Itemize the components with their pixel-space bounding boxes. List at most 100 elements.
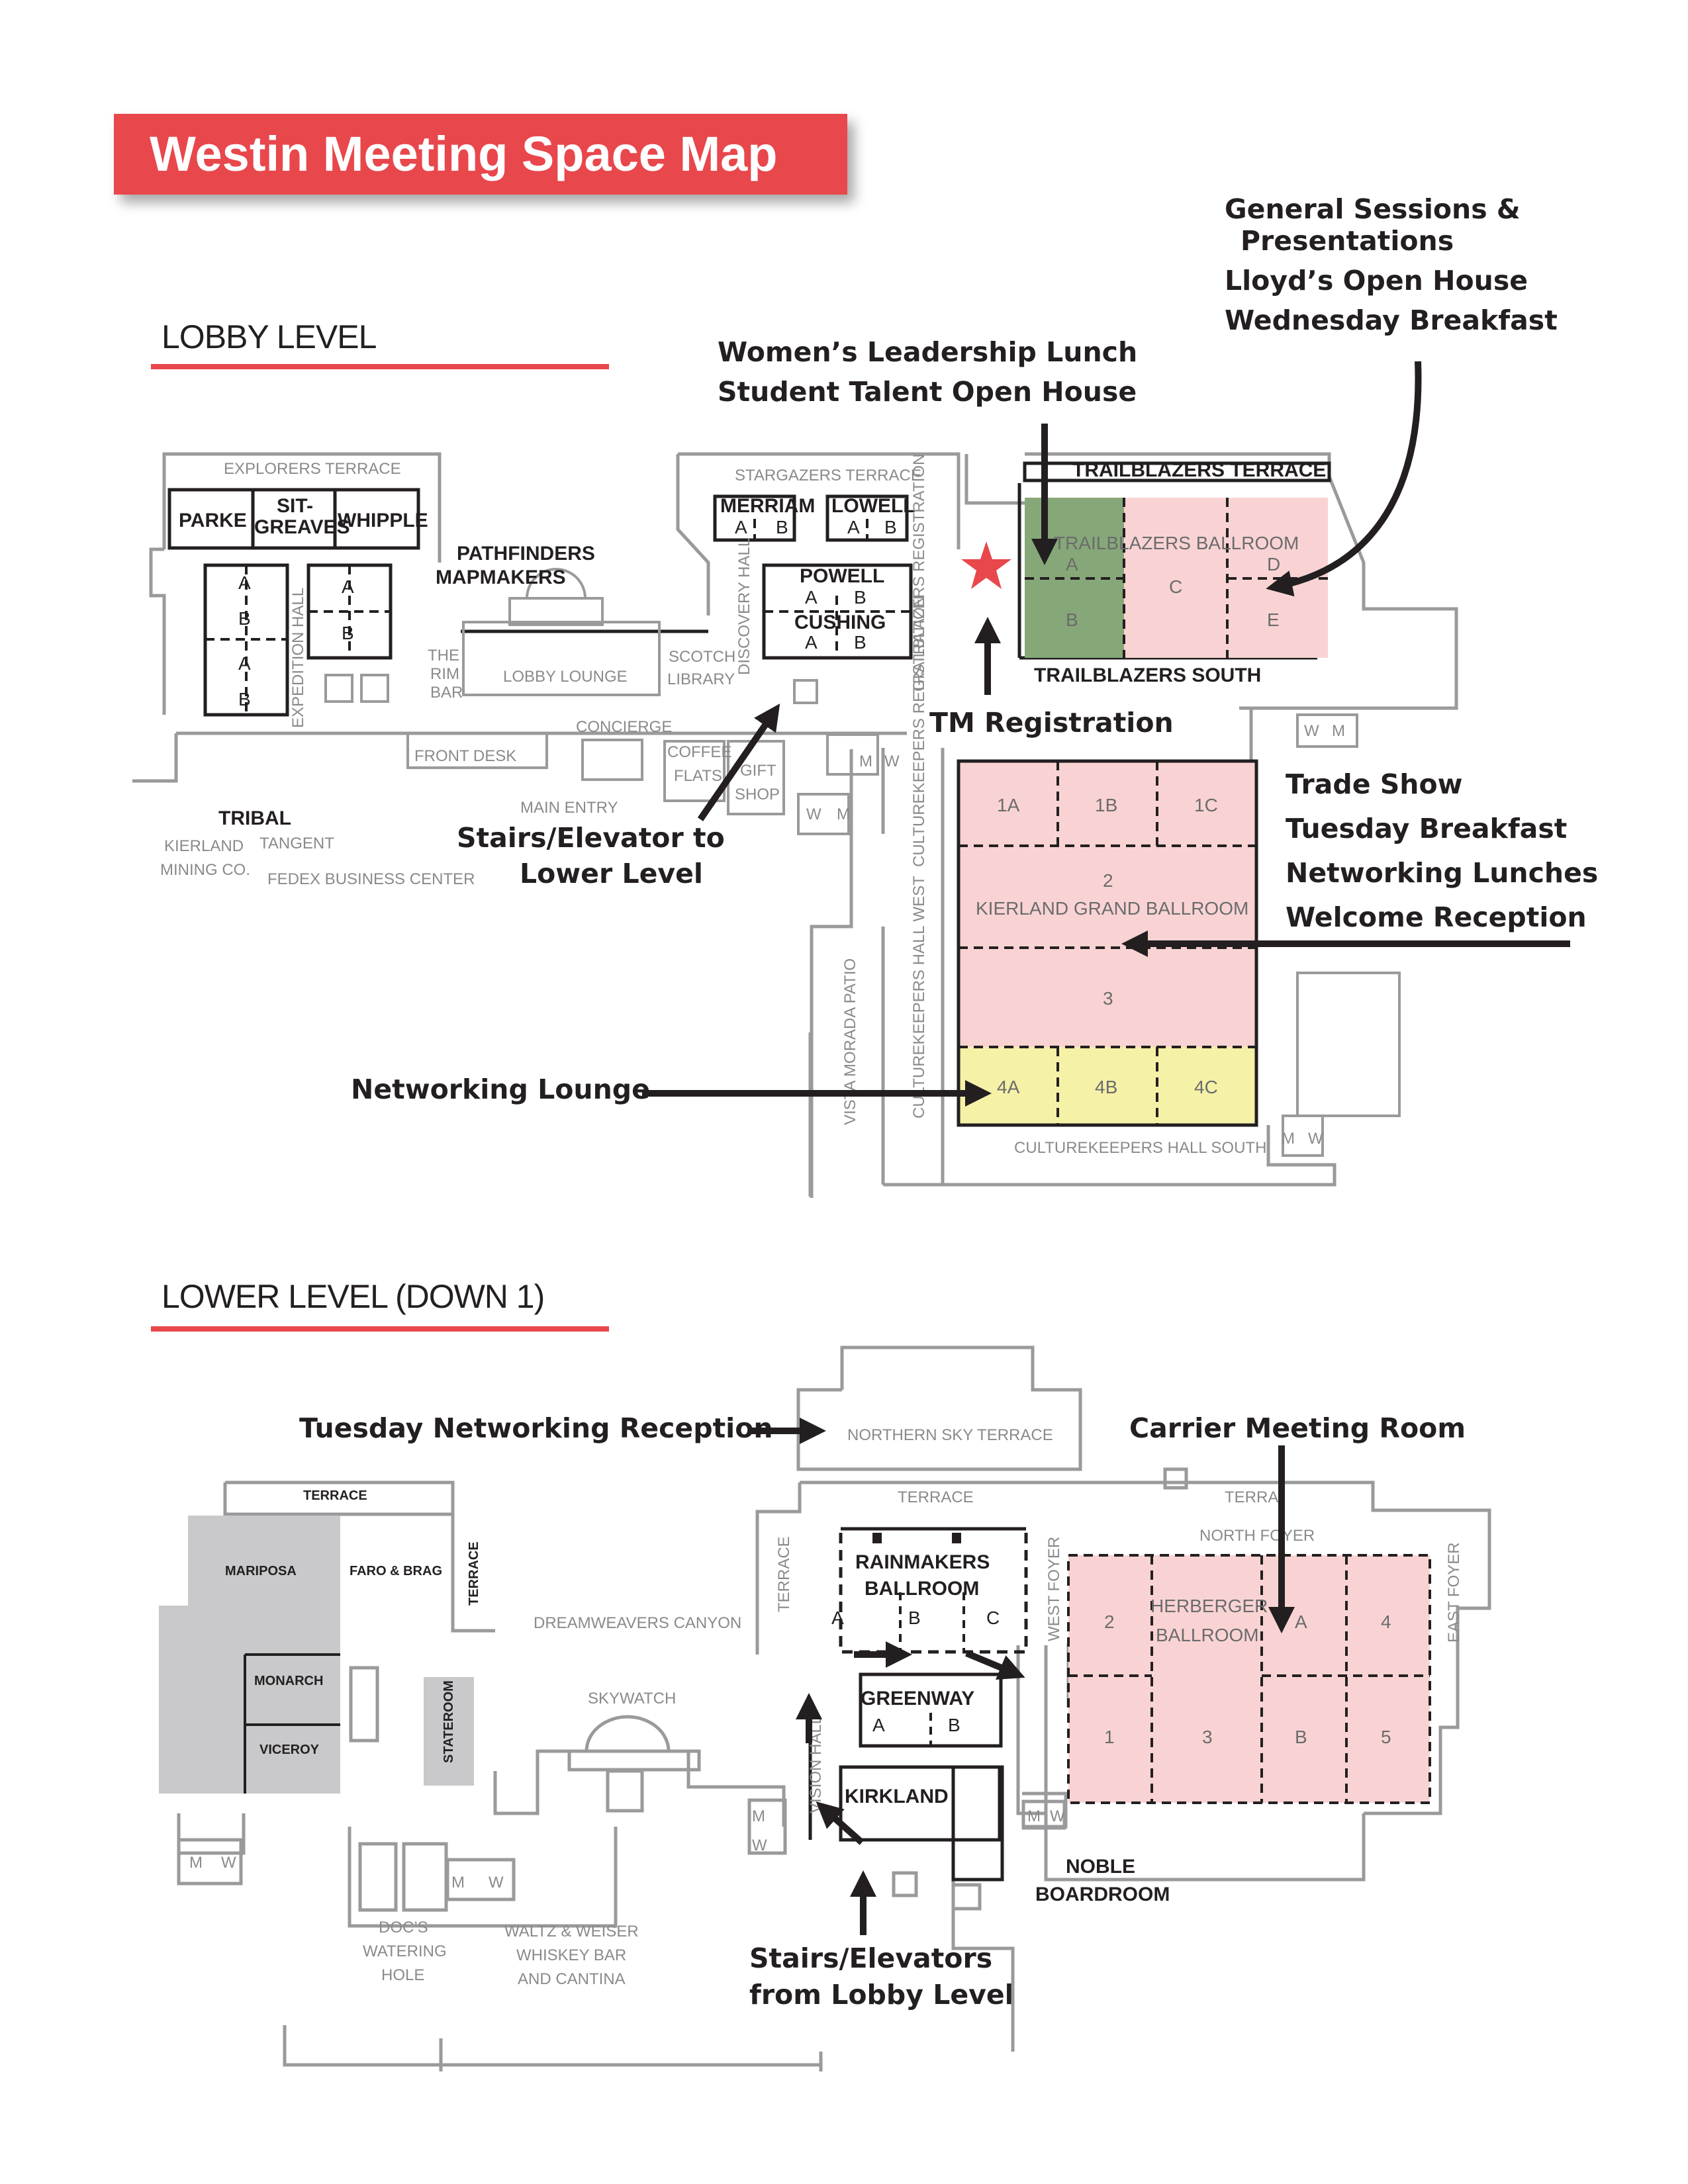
star-icon	[961, 541, 1011, 589]
svg-text:W: W	[884, 752, 900, 770]
svg-text:W: W	[489, 1874, 504, 1891]
svg-text:FRONT DESK: FRONT DESK	[414, 747, 516, 765]
svg-text:AND CANTINA: AND CANTINA	[518, 1970, 626, 1988]
svg-text:NORTH FOYER: NORTH FOYER	[1199, 1527, 1315, 1545]
svg-text:3: 3	[1202, 1727, 1213, 1747]
svg-text:LOBBY LOUNGE: LOBBY LOUNGE	[503, 668, 628, 686]
svg-text:1C: 1C	[1194, 795, 1218, 815]
svg-text:HOLE: HOLE	[381, 1966, 424, 1984]
lower-labels-gray: NORTHERN SKY TERRACE TERRACE TERRA NORTH…	[189, 1426, 1463, 1988]
svg-text:TERRACE: TERRACE	[898, 1488, 974, 1506]
arrow-icon	[816, 1801, 865, 1845]
trailblazers-c-room	[1124, 498, 1227, 658]
svg-text:A: A	[872, 1715, 885, 1735]
svg-text:MARIPOSA: MARIPOSA	[225, 1564, 297, 1578]
svg-text:MONARCH: MONARCH	[254, 1674, 323, 1688]
svg-text:WATERING: WATERING	[363, 1942, 447, 1960]
callout-trade-show: Trade Show Tuesday Breakfast Networking …	[1286, 768, 1599, 933]
svg-text:A: A	[831, 1608, 844, 1628]
svg-text:B: B	[854, 587, 867, 608]
svg-text:A: A	[238, 572, 251, 593]
svg-text:W: W	[806, 805, 821, 823]
svg-text:CULTUREKEEPERS HALL SOUTH: CULTUREKEEPERS HALL SOUTH	[1014, 1139, 1266, 1157]
svg-text:W: W	[221, 1854, 236, 1872]
svg-text:EAST FOYER: EAST FOYER	[1445, 1542, 1463, 1643]
lobby-walls-outer	[808, 761, 1336, 1197]
svg-text:B: B	[1295, 1727, 1307, 1747]
svg-text:4A: 4A	[997, 1077, 1020, 1097]
svg-text:1A: 1A	[997, 795, 1020, 815]
svg-text:2: 2	[1103, 870, 1113, 891]
lower-arrows	[748, 1418, 1295, 1935]
svg-text:B: B	[238, 689, 251, 709]
svg-text:M: M	[1282, 1130, 1295, 1148]
svg-text:STATEROOM: STATEROOM	[442, 1680, 456, 1763]
svg-text:C: C	[986, 1608, 1000, 1628]
svg-text:A: A	[1066, 554, 1078, 574]
callout-general-sessions: General Sessions & Presentations Lloyd’s…	[1225, 193, 1558, 336]
title-banner: Westin Meeting Space Map	[114, 114, 847, 195]
room-mapmakers: MAPMAKERS	[436, 567, 566, 588]
svg-text:EXPEDITION HALL: EXPEDITION HALL	[289, 588, 307, 728]
trailblazers-labels: TRAILBLAZERS BALLROOM A B C D E	[1054, 533, 1299, 630]
svg-text:FARO & BRAG: FARO & BRAG	[350, 1564, 442, 1578]
svg-text:NORTHERN SKY TERRACE: NORTHERN SKY TERRACE	[847, 1426, 1053, 1444]
svg-text:A: A	[238, 653, 251, 674]
svg-text:W: W	[1308, 1130, 1323, 1148]
svg-text:A: A	[805, 632, 818, 653]
room-cushing: CUSHING	[794, 612, 886, 633]
svg-text:EXPLORERS TERRACE: EXPLORERS TERRACE	[224, 460, 401, 478]
svg-text:MAIN ENTRY: MAIN ENTRY	[520, 799, 618, 817]
svg-text:SKYWATCH: SKYWATCH	[588, 1690, 676, 1707]
svg-text:CULTUREKEEPERS HALL WEST: CULTUREKEEPERS HALL WEST	[910, 876, 928, 1118]
svg-text:4C: 4C	[1194, 1077, 1218, 1097]
callout-stairs-lobby: Stairs/Elevator to Lower Level	[457, 822, 725, 889]
svg-text:W: W	[1304, 722, 1319, 740]
svg-text:B: B	[1066, 610, 1078, 630]
room-sit: SIT-	[277, 495, 313, 517]
svg-text:B: B	[854, 632, 867, 653]
page-title: Westin Meeting Space Map	[150, 126, 778, 181]
svg-text:THE: THE	[428, 647, 459, 664]
svg-text:B: B	[776, 517, 788, 537]
svg-text:DOC’S: DOC’S	[379, 1919, 428, 1936]
room-greaves: GREAVES	[254, 516, 350, 538]
kierland-dividers	[959, 761, 1256, 1125]
svg-text:WHISKEY BAR: WHISKEY BAR	[516, 1946, 626, 1964]
svg-text:D: D	[1267, 554, 1280, 574]
room-whipple: WHIPPLE	[338, 510, 428, 531]
svg-text:C: C	[1169, 576, 1182, 597]
svg-text:BOARDROOM: BOARDROOM	[1035, 1884, 1170, 1905]
svg-text:DREAMWEAVERS CANYON: DREAMWEAVERS CANYON	[534, 1614, 741, 1632]
svg-text:M: M	[1027, 1807, 1041, 1825]
svg-text:HERBERGER: HERBERGER	[1150, 1596, 1268, 1616]
svg-text:B: B	[238, 608, 251, 629]
svg-text:FEDEX BUSINESS CENTER: FEDEX BUSINESS CENTER	[267, 870, 475, 888]
svg-text:BALLROOM: BALLROOM	[1156, 1625, 1259, 1645]
svg-text:RAINMAKERS: RAINMAKERS	[855, 1551, 990, 1573]
svg-text:B: B	[908, 1608, 921, 1628]
svg-text:1B: 1B	[1095, 795, 1117, 815]
room-lowell: LOWELL	[831, 495, 915, 517]
svg-text:B: B	[342, 623, 354, 643]
kierland-4-rooms	[959, 1047, 1256, 1125]
callout-networking-lounge: Networking Lounge	[351, 1073, 650, 1105]
svg-text:DISCOVERY HALL: DISCOVERY HALL	[735, 538, 753, 675]
trailblazers-terrace-label: TRAILBLAZERS TERRACE	[1072, 459, 1326, 481]
svg-text:M: M	[1332, 722, 1345, 740]
callout-carrier-room: Carrier Meeting Room	[1129, 1412, 1466, 1444]
lobby-vertical-labels: EXPEDITION HALL DISCOVERY HALL TRAILBLAZ…	[289, 454, 928, 1125]
svg-text:TERRACE: TERRACE	[303, 1488, 367, 1503]
room-powell: POWELL	[800, 565, 884, 587]
svg-text:A: A	[1295, 1612, 1307, 1632]
callout-womens-lunch: Women’s Leadership Lunch Student Talent …	[718, 336, 1138, 408]
kierland-grand-ballroom-label: KIERLAND GRAND BALLROOM	[976, 898, 1248, 919]
herberger-dividers	[1067, 1554, 1431, 1804]
svg-text:1: 1	[1104, 1727, 1115, 1747]
trailblazers-ballroom-label: TRAILBLAZERS BALLROOM	[1054, 533, 1299, 553]
svg-text:E: E	[1267, 610, 1280, 630]
svg-text:CONCIERGE: CONCIERGE	[576, 718, 672, 736]
